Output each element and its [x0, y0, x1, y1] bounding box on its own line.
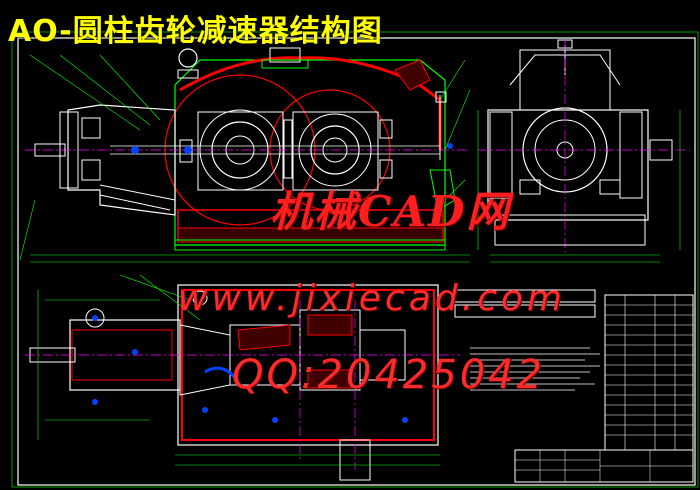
parts-list-table	[514, 294, 694, 483]
watermark-url: www.jixiecad.com	[178, 278, 566, 319]
watermark-site-name: 机械CAD网	[270, 187, 511, 236]
front-view	[19, 47, 471, 263]
outer-frame	[11, 31, 699, 488]
drawing-frame	[17, 37, 696, 486]
side-view	[477, 39, 690, 263]
plan-section-view	[25, 274, 460, 481]
drawing-title: AO-圆柱齿轮减速器结构图	[8, 14, 383, 49]
watermark-qq: QQ:20425042	[232, 352, 546, 398]
technical-notes	[454, 289, 600, 391]
